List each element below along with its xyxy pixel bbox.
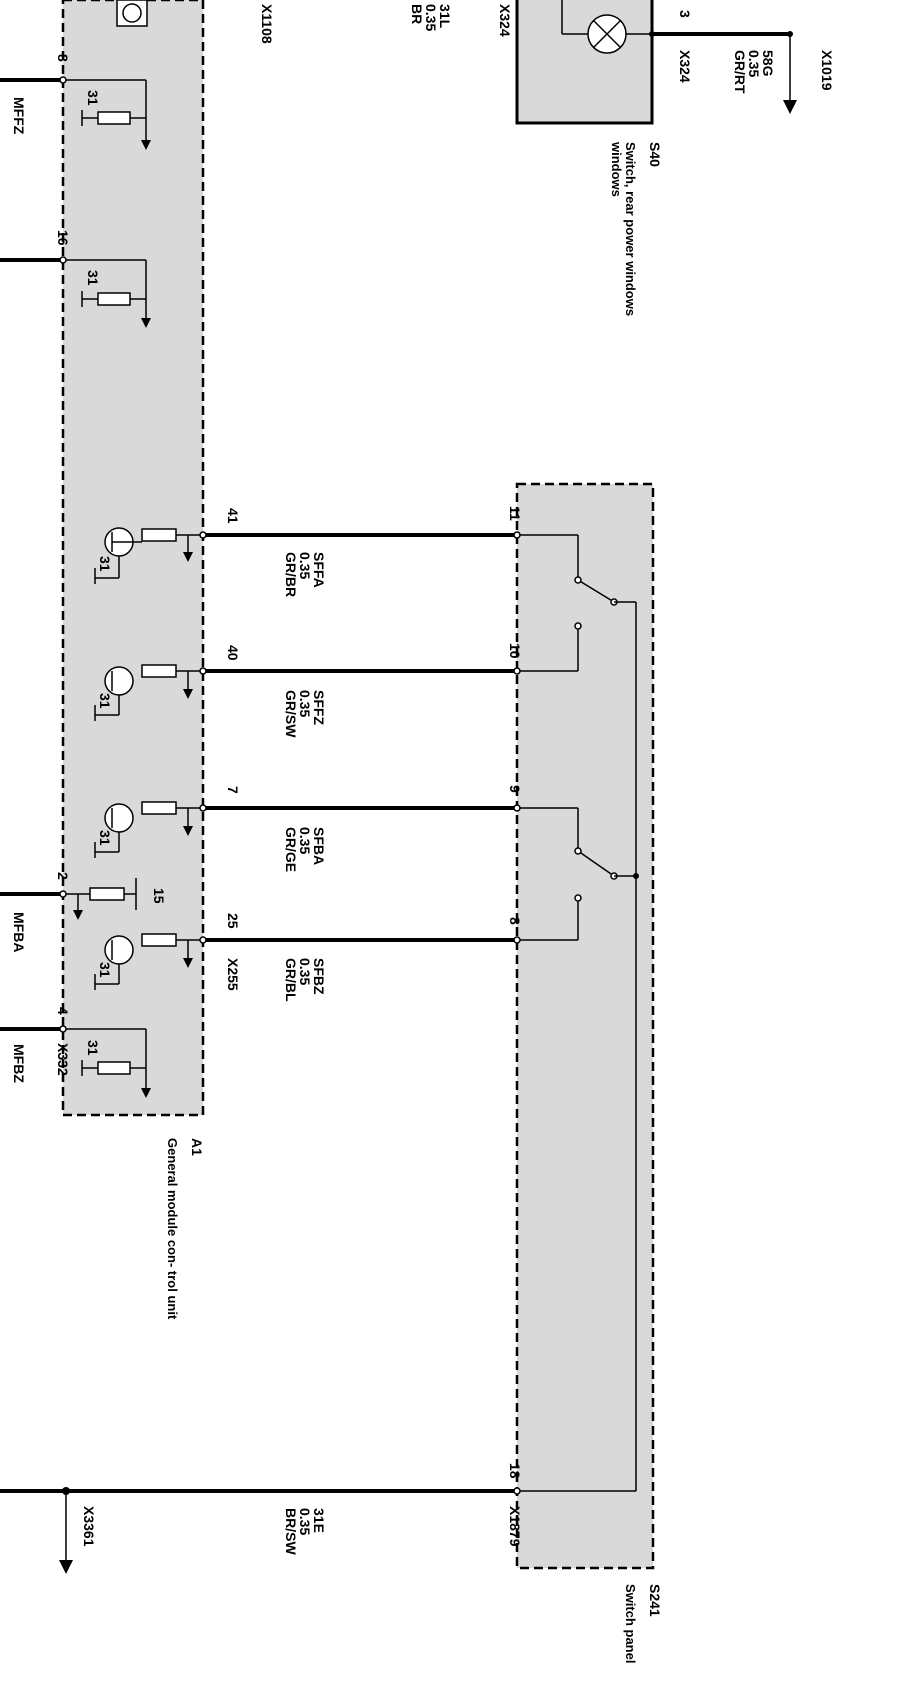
sfba-code: SFBA <box>311 827 327 865</box>
a1-pin-16-circuit <box>0 258 151 328</box>
s241-rear-switch <box>517 534 636 672</box>
sffz-pin-a1: 40 <box>225 645 241 661</box>
pin-2-supply: 15 <box>151 888 167 904</box>
a1-connector-mid: X255 <box>225 958 241 991</box>
sfbz-pin-a1: 25 <box>225 913 241 929</box>
s40-id: S40 <box>647 142 663 167</box>
s40-pin-3-node <box>649 31 655 37</box>
s40-pin-label: 3 <box>677 10 693 18</box>
s241-front-switch <box>517 807 639 941</box>
sffz-code: SFFZ <box>311 690 327 725</box>
relay-icon <box>116 0 148 27</box>
sffz-gauge: 0.35 <box>297 690 313 717</box>
pin-4-ground: 31 <box>85 1040 101 1056</box>
sffz-color: GR/SW <box>283 690 299 738</box>
sfba-gauge: 0.35 <box>297 827 313 854</box>
top-ground-code: 31L <box>437 4 453 29</box>
sfba-pin-a1: 7 <box>225 786 241 794</box>
pin-2-num: 2 <box>55 872 71 880</box>
driver-40 <box>94 664 203 721</box>
ground-code: 31E <box>311 1508 327 1533</box>
s241-connector: X1879 <box>507 1506 523 1547</box>
sfbz-code: SFBZ <box>311 958 327 995</box>
driver-7-ground: 31 <box>97 830 113 846</box>
sffa-pin-s241: 11 <box>507 506 523 521</box>
a1-module-box <box>61 0 205 1117</box>
a1-pin-4-circuit <box>0 1027 151 1098</box>
ground-pin-s241: 18 <box>507 1463 523 1479</box>
pin-16-num: 16 <box>55 230 71 246</box>
x1019-code: 58G <box>760 50 776 77</box>
pin-16-ground: 31 <box>85 270 101 286</box>
x1019-color: GR/RT <box>732 50 748 94</box>
sffa-color: GR/BR <box>283 552 299 597</box>
driver-25-ground: 31 <box>97 962 113 978</box>
s40-lamp <box>561 0 653 54</box>
sfbz-pin-s241: 8 <box>507 917 523 925</box>
sfba-pin-s241: 9 <box>507 785 523 793</box>
a1-name: General module con- trol unit <box>165 1138 180 1320</box>
a1-id: A1 <box>189 1138 205 1156</box>
s40-name: Switch, rear power windows <box>623 142 638 316</box>
ground-gauge: 0.35 <box>297 1508 313 1535</box>
sffa-gauge: 0.35 <box>297 552 313 579</box>
s40-connector: X324 <box>677 50 693 83</box>
driver-7 <box>94 801 203 858</box>
s40-connector-top: X324 <box>497 4 513 37</box>
pin-2-label: MFBA <box>11 912 27 952</box>
pin-8-num: 8 <box>55 54 71 62</box>
driver-41-ground: 31 <box>97 556 113 572</box>
top-ground-gauge: 0.35 <box>423 4 439 31</box>
pin-nodes <box>59 76 521 1495</box>
x1019-arrow-icon <box>783 100 797 114</box>
s40-name-line2: windows <box>609 141 624 197</box>
top-ground-color: BR <box>409 4 425 24</box>
s40-switch-box <box>515 0 654 125</box>
s241-id: S241 <box>647 1584 663 1617</box>
x1019-connector: X1019 <box>819 50 835 91</box>
sfbz-color: GR/BL <box>283 958 299 1002</box>
sffa-pin-a1: 41 <box>225 508 241 524</box>
pin-4-num: 4 <box>55 1007 71 1015</box>
a1-connector-top: X1108 <box>259 4 275 44</box>
driver-25 <box>94 933 203 990</box>
a1-pin-2-circuit <box>0 878 137 920</box>
x3361-arrow-icon <box>59 1560 73 1574</box>
ground-color: BR/SW <box>283 1508 299 1555</box>
a1-connector-bottom: X332 <box>55 1043 71 1076</box>
a1-pin-8-circuit <box>0 78 151 150</box>
s241-switch-panel-box <box>515 482 655 1570</box>
sffz-pin-s241: 10 <box>507 643 523 659</box>
pin-8-ground: 31 <box>85 90 101 106</box>
s241-name: Switch panel <box>623 1584 638 1663</box>
x3361-connector: X3361 <box>81 1506 97 1547</box>
driver-41 <box>94 527 203 584</box>
x1019-gauge: 0.35 <box>746 50 762 77</box>
sfbz-gauge: 0.35 <box>297 958 313 985</box>
sffa-code: SFFA <box>311 552 327 588</box>
sfba-color: GR/GE <box>283 827 299 872</box>
driver-40-ground: 31 <box>97 693 113 709</box>
pin-4-label: MFBZ <box>11 1044 27 1083</box>
pin-8-label: MFFZ <box>11 97 27 135</box>
